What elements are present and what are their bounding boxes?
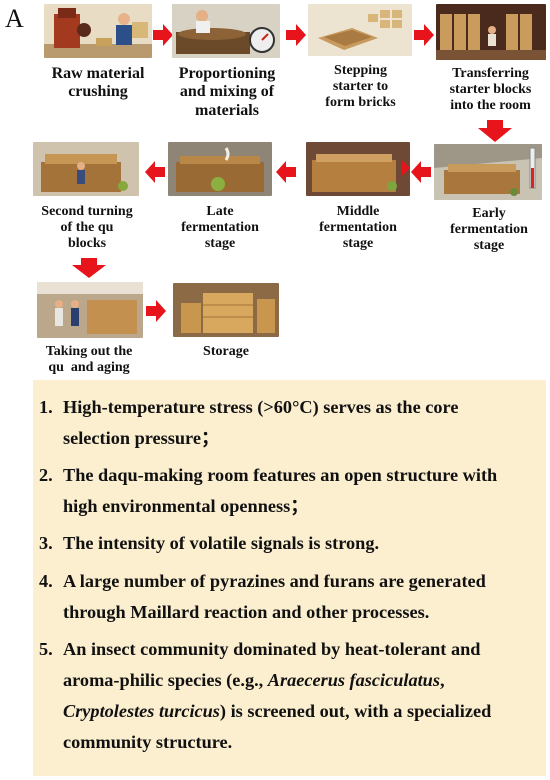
arrow-down-1 bbox=[478, 120, 512, 142]
caption-middle: Middle fermentation stage bbox=[296, 204, 420, 252]
caption-line: fermentation bbox=[181, 220, 259, 236]
caption-line: crushing bbox=[68, 83, 128, 101]
note-text: A large number of pyrazines and furans a… bbox=[63, 566, 533, 628]
caption-storage: Storage bbox=[163, 344, 289, 360]
step-proportioning-mixing: Proportioning and mixing of materials bbox=[172, 4, 282, 124]
caption-line: Late bbox=[206, 204, 234, 219]
caption-line: stage bbox=[342, 236, 374, 252]
caption-line: form bricks bbox=[325, 95, 396, 111]
middle-fermentation-illustration bbox=[306, 142, 410, 196]
caption-line: materials bbox=[195, 101, 259, 119]
caption-line: blocks bbox=[67, 236, 107, 252]
step-late-fermentation: Late fermentation stage bbox=[168, 142, 273, 262]
species-name: Araecerus fasciculatus bbox=[267, 670, 440, 690]
note-line: An insect community dominated by heat-to… bbox=[63, 639, 481, 659]
caption-line: stage bbox=[473, 238, 505, 254]
note-line: community structure. bbox=[63, 732, 233, 752]
note-line: Cryptolestes turcicus) is screened out, … bbox=[63, 696, 533, 727]
caption-line: Second turning bbox=[41, 204, 133, 219]
caption-line: stage bbox=[204, 236, 236, 252]
caption-line: Stepping bbox=[334, 63, 387, 78]
caption-early: Early fermentation stage bbox=[427, 206, 550, 254]
note-line: High-temperature stress (>60°C) serves a… bbox=[63, 397, 459, 417]
stepping-illustration bbox=[308, 4, 412, 56]
note-line: A large number of pyrazines and furans a… bbox=[63, 571, 486, 591]
caption-line: starter blocks bbox=[449, 82, 532, 98]
note-text: The intensity of volatile signals is str… bbox=[63, 528, 533, 559]
step-early-fermentation: Early fermentation stage bbox=[434, 144, 544, 264]
notes-box: 1. High-temperature stress (>60°C) serve… bbox=[33, 380, 546, 776]
step-transferring-blocks: Transferring starter blocks into the roo… bbox=[436, 4, 548, 119]
note-line: The daqu-making room features an open st… bbox=[63, 465, 498, 485]
arrow-right-4 bbox=[146, 300, 166, 322]
note-number: 4. bbox=[39, 571, 53, 591]
note-text: An insect community dominated by heat-to… bbox=[63, 634, 533, 758]
note-number: 5. bbox=[39, 639, 53, 659]
note-line: selection pressure； bbox=[63, 428, 220, 448]
caption-raw: Raw material crushing bbox=[33, 65, 163, 102]
note-line: through Maillard reaction and other proc… bbox=[63, 602, 430, 622]
arrow-right-1 bbox=[153, 24, 173, 46]
caption-line: Storage bbox=[203, 344, 249, 359]
arrow-left-3 bbox=[145, 161, 165, 183]
note-line: The intensity of volatile signals is str… bbox=[63, 533, 380, 553]
caption-takeout: Taking out the qu and aging bbox=[25, 344, 153, 376]
panel-letter: A bbox=[5, 4, 24, 33]
step-storage: Storage bbox=[173, 283, 281, 363]
arrow-right-2 bbox=[286, 24, 306, 46]
caption-line: Taking out the bbox=[45, 344, 133, 359]
caption-second: Second turning of the qu blocks bbox=[23, 204, 151, 252]
note-text: The daqu-making room features an open st… bbox=[63, 460, 533, 522]
note-line: high environmental openness； bbox=[63, 496, 309, 516]
caption-line: into the room bbox=[450, 98, 531, 114]
caption-stepping: Stepping starter to form bricks bbox=[298, 63, 423, 111]
caption-transfer: Transferring starter blocks into the roo… bbox=[428, 66, 550, 114]
step-stepping-starter: Stepping starter to form bricks bbox=[308, 4, 413, 114]
species-name: Cryptolestes turcicus bbox=[63, 701, 220, 721]
caption-line: fermentation bbox=[450, 222, 528, 238]
caption-line: Early bbox=[472, 206, 506, 221]
note-number: 1. bbox=[39, 397, 53, 417]
step-second-turning: Second turning of the qu blocks bbox=[33, 142, 141, 262]
note-fragment: aroma-philic species (e.g., bbox=[63, 670, 268, 690]
arrow-left-2 bbox=[276, 161, 296, 183]
mixing-illustration bbox=[172, 4, 280, 58]
arrow-down-2 bbox=[72, 258, 106, 278]
note-fragment: , bbox=[439, 670, 445, 690]
caption-line: Middle bbox=[336, 204, 380, 219]
step-raw-material-crushing: Raw material crushing bbox=[43, 4, 153, 114]
caption-line: and mixing of bbox=[179, 83, 275, 101]
arrow-left-1 bbox=[411, 161, 431, 183]
note-number: 3. bbox=[39, 533, 53, 553]
caption-line: Raw material bbox=[51, 65, 145, 82]
early-fermentation-illustration bbox=[434, 144, 542, 200]
arrow-right-3 bbox=[414, 24, 434, 46]
raw-crushing-illustration bbox=[44, 4, 152, 58]
caption-line: of the qu bbox=[60, 220, 114, 236]
note-text: High-temperature stress (>60°C) serves a… bbox=[63, 392, 533, 454]
caption-line: qu and aging bbox=[48, 360, 130, 376]
caption-line: Proportioning bbox=[178, 65, 276, 82]
caption-line: fermentation bbox=[319, 220, 397, 236]
caption-line: Transferring bbox=[452, 66, 529, 81]
transfer-illustration bbox=[436, 4, 546, 60]
late-fermentation-illustration bbox=[168, 142, 272, 196]
taking-out-illustration bbox=[37, 282, 143, 338]
storage-illustration bbox=[173, 283, 279, 337]
step-middle-fermentation: Middle fermentation stage bbox=[306, 142, 410, 262]
note-number: 2. bbox=[39, 465, 53, 485]
note-line: aroma-philic species (e.g., Araecerus fa… bbox=[63, 665, 533, 696]
step-taking-out-aging: Taking out the qu and aging bbox=[37, 282, 145, 377]
second-turning-illustration bbox=[33, 142, 139, 196]
note-fragment: ) is screened out, with a specialized bbox=[219, 701, 492, 721]
caption-line: starter to bbox=[332, 79, 389, 95]
caption-mixing: Proportioning and mixing of materials bbox=[162, 65, 292, 120]
caption-late: Late fermentation stage bbox=[158, 204, 282, 252]
